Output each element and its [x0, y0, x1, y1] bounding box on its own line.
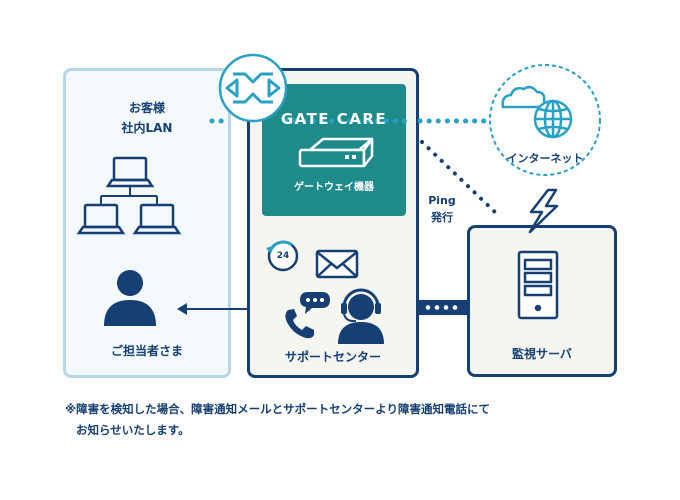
gateway-device-label: ゲートウェイ機器 — [294, 182, 374, 193]
server-label: 監視サーバ — [512, 347, 572, 361]
mail-icon — [315, 249, 359, 279]
laptop-icon — [132, 203, 182, 235]
laptop-icon — [76, 203, 126, 235]
dotted-link-ping — [420, 140, 499, 216]
arrow-to-person — [177, 303, 247, 315]
person-icon — [104, 270, 156, 326]
footnote: ※障害を検知した場合、障害通知メールとサポートセンターより障害通知電話にて お知… — [65, 399, 625, 441]
lan-tree-lines — [100, 187, 158, 204]
gate-care-brand: GATE CARE — [280, 110, 388, 128]
dotted-link-center-server — [419, 300, 467, 315]
person-label: ご担当者さま — [110, 344, 183, 358]
24h-clock-icon — [266, 240, 299, 272]
ping-label-line1: Ping — [428, 194, 456, 207]
support-center-label: サポートセンター — [284, 350, 381, 364]
gateway-device-icon — [298, 137, 374, 168]
24h-badge-text: 24 — [276, 251, 290, 261]
lan-title-line2: 社内LAN — [121, 121, 173, 135]
lan-title-line1: お客様 — [128, 101, 165, 115]
laptop-icon — [105, 156, 155, 188]
ping-label-line2: 発行 — [431, 211, 453, 224]
globe-icon — [533, 99, 573, 139]
phone-icon — [285, 309, 314, 339]
footnote-line2: お知らせいたします。 — [76, 423, 190, 437]
headset-operator-icon — [338, 288, 384, 344]
gate-care-logo-icon — [218, 53, 288, 123]
chat-bubble-icon — [300, 292, 330, 314]
server-icon — [517, 250, 559, 320]
internet-label: インターネット — [506, 152, 584, 165]
footnote-line1: ※障害を検知した場合、障害通知メールとサポートセンターより障害通知電話にて — [65, 402, 490, 416]
lightning-icon — [528, 188, 559, 234]
customer-lan-panel — [63, 68, 231, 378]
